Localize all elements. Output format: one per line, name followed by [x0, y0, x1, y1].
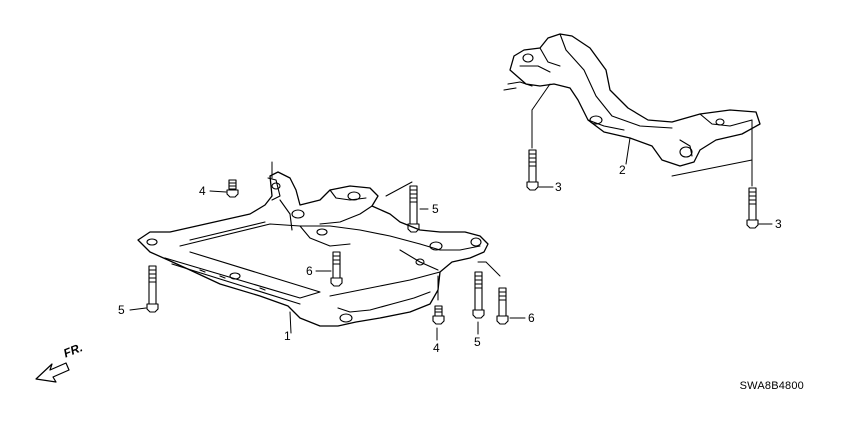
callout-2: 2 [619, 163, 626, 177]
callout-ticks [129, 186, 773, 341]
bolt-3-left [526, 149, 539, 191]
callout-3-right: 3 [775, 217, 782, 231]
front-subframe [137, 171, 489, 327]
rear-subframe [503, 33, 761, 167]
front-direction-arrow [35, 362, 70, 383]
leader-lines [271, 83, 753, 334]
bolt-5-lower [472, 271, 485, 319]
bolt-5-upper [407, 185, 420, 233]
bolt-6-left [330, 251, 343, 287]
callout-5-lower: 5 [474, 335, 481, 349]
bolt-6-right [496, 287, 509, 325]
callout-4-upper: 4 [199, 184, 206, 198]
bolt-4-upper [226, 179, 239, 198]
callout-3-left: 3 [555, 180, 562, 194]
callout-4-lower: 4 [433, 341, 440, 355]
bolt-4-lower [432, 305, 445, 325]
bolt-3-right [746, 187, 759, 229]
callout-5-left: 5 [118, 303, 125, 317]
bolt-5-left [146, 265, 159, 313]
bolts [146, 149, 759, 325]
callout-6-left: 6 [306, 264, 313, 278]
drawing-code: SWA8B4800 [739, 380, 804, 392]
callout-1: 1 [284, 329, 291, 343]
callout-6-right: 6 [528, 311, 535, 325]
callout-5-upper: 5 [432, 202, 439, 216]
